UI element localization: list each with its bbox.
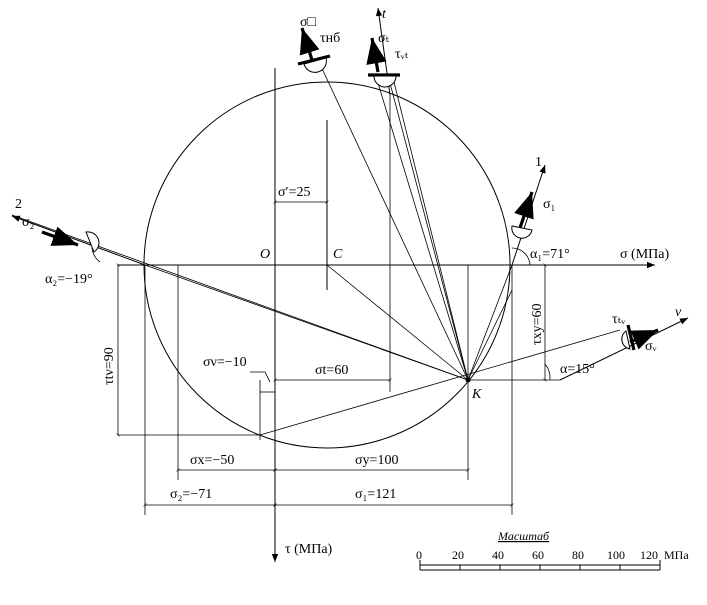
nu-element [621,330,631,350]
sigma-nu-value: σν=−10 [203,355,247,370]
scale-tick-80: 80 [572,548,584,562]
drop-lines [144,95,513,515]
alpha-label: α=15° [560,362,595,377]
sigma-t-arrow [366,37,387,73]
sigma-y-value: σy=100 [355,453,398,468]
sigma2-label: σ₂ [22,215,35,230]
scale-title: Масштаб [497,529,550,543]
scale-tick-20: 20 [452,548,464,562]
scale-bar: Масштаб 0 20 40 60 80 100 120 МПа [416,529,689,571]
tau-tnu-bar [626,324,636,351]
sigma-t-value: σt=60 [315,363,348,378]
sigma2-value: σ₂=−71 [170,487,212,502]
sigma-nu-label: σᵥ [645,339,658,354]
tau-axis-label: τ (МПа) [285,542,333,557]
sigma-nu-arrow [629,328,659,350]
sigma1-element [511,225,533,239]
sigma-x-value: σx=−50 [190,453,234,468]
tau-nb-bar [297,54,331,66]
axis-t-label: t [382,7,387,22]
scale-tick-0: 0 [416,548,422,562]
sigma-prime-value: σ′=25 [278,185,311,200]
axis-nu [559,317,689,381]
center-label: C [333,247,343,262]
sigma1-arrow [514,191,534,229]
scale-tick-120: 120 [640,548,658,562]
axis-1-label: 1 [535,155,542,170]
scale-tick-100: 100 [607,548,625,562]
point-k-label: K [471,387,482,402]
axis-2-label: 2 [15,197,22,212]
sigma-nb-arrow [299,27,320,61]
sigma1-label: σ₁ [543,197,555,212]
scale-unit: МПа [664,548,689,562]
alpha1-label: α₁=71° [530,247,570,262]
sigma1-value: σ₁=121 [355,487,396,502]
alpha-arc [544,363,551,381]
scale-tick-60: 60 [532,548,544,562]
alpha2-label: α₂=−19° [45,272,93,287]
nb-element [303,57,327,73]
sigma2-element [85,231,100,253]
tau-nb-label: τнб [320,31,340,46]
sigma2-arrow [41,226,79,247]
tau-xy-value: τxy=60 [530,303,545,345]
scale-tick-40: 40 [492,548,504,562]
sigma-axis-label: σ (МПа) [620,247,669,262]
sigma-nb-label: σ□ [300,15,317,30]
construction-lines [11,59,621,436]
axis-nu-label: ν [675,305,682,320]
t-element [373,75,397,88]
tau-tnu-label: τₜᵥ [612,312,626,327]
tau-nut-label: τᵥₜ [395,47,409,62]
tau-tnu-value: τtν=90 [102,347,117,385]
sigma-t-label: σₜ [378,31,390,46]
origin-label: O [260,247,270,262]
axis-2 [11,215,146,266]
